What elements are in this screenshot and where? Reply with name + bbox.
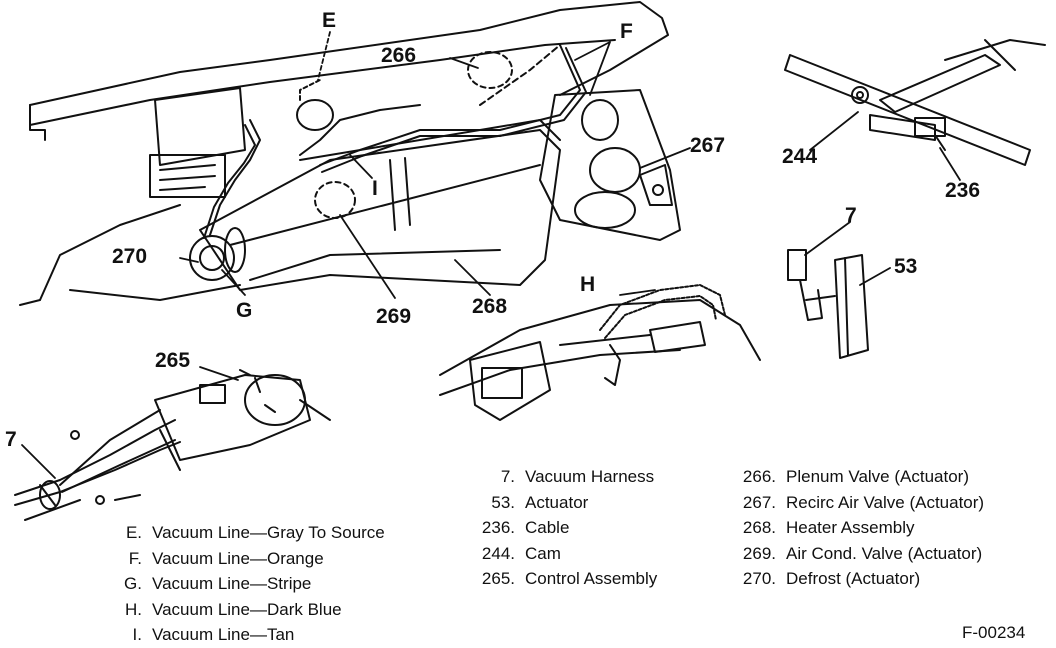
legend-key: I. (132, 625, 142, 644)
callout-265: 265 (155, 349, 190, 372)
callout-7-harness: 7 (5, 428, 17, 451)
legend-key: 53. (491, 492, 515, 512)
legend-text: Recirc Air Valve (Actuator) (786, 492, 985, 512)
control-panel-outline (154, 87, 246, 166)
dash-heater-view (19, 1, 681, 306)
legend-text: Cam (525, 543, 561, 563)
vacuum-line-dark-blue (599, 284, 726, 331)
legend-row: 268. Heater Assembly (728, 515, 984, 541)
callout-269: 269 (376, 305, 411, 328)
legend-text: Vacuum Harness (525, 467, 655, 486)
legend-row: E. Vacuum Line—Gray To Source (112, 520, 385, 546)
legend-parts-middle: 7. Vacuum Harness 53. Actuator 236. Cable 2… (470, 464, 657, 592)
legend-key: 268. (742, 518, 776, 537)
legend-row: I. Vacuum Line—Tan (112, 622, 385, 648)
figure-id: F-00234 (962, 623, 1026, 642)
callout-G: G (236, 299, 252, 322)
legend-text: Plenum Valve (Actuator) (786, 467, 969, 486)
legend-row: 244. Cam (470, 541, 657, 567)
legend-key: 236. (481, 518, 515, 537)
callout-7-actuator: 7 (845, 204, 857, 227)
callout-53: 53 (894, 255, 917, 278)
legend-key: 269. (742, 543, 776, 563)
legend-row: 266. Plenum Valve (Actuator) (728, 464, 984, 490)
legend-row: F. Vacuum Line—Orange (112, 546, 385, 572)
legend-key: E. (125, 523, 142, 542)
vacuum-line-orange (319, 44, 581, 166)
callout-266: 266 (381, 44, 416, 67)
legend-row: 270. Defrost (Actuator) (728, 566, 984, 592)
legend-vacuum-lines: E. Vacuum Line—Gray To Source F. Vacuum Li… (112, 520, 385, 648)
callout-244: 244 (782, 145, 817, 168)
vacuum-harness (14, 419, 176, 496)
defrost-actuator (189, 235, 235, 281)
legend-row: 53. Actuator (470, 490, 657, 516)
legend-text: Air Cond. Valve (Actuator) (786, 543, 983, 563)
legend-text: Heater Assembly (786, 518, 915, 537)
legend-key: 244. (481, 543, 515, 563)
legend-row: 265. Control Assembly (470, 566, 657, 592)
legend-text: Vacuum Line—Stripe (152, 574, 312, 593)
callout-236: 236 (945, 179, 980, 202)
callout-E: E (322, 9, 336, 32)
callout-268: 268 (472, 295, 507, 318)
hose-connector-detail (439, 284, 761, 421)
legend-key: 266. (742, 467, 776, 486)
legend-text: Vacuum Line—Gray To Source (152, 523, 385, 542)
legend-text: Vacuum Line—Dark Blue (152, 599, 342, 619)
legend-key: G. (124, 574, 142, 593)
legend-row: H. Vacuum Line—Dark Blue (112, 597, 385, 623)
legend-text: Actuator (525, 492, 589, 512)
legend-text: Cable (525, 518, 570, 537)
legend-row: 236. Cable (470, 515, 657, 541)
cam-cable-detail (784, 39, 1046, 166)
callout-270: 270 (112, 245, 147, 268)
callout-labels: E 266 F 267 I 270 G 269 268 H 244 236 7 … (5, 9, 980, 451)
callout-F: F (620, 20, 633, 43)
dash-outline (29, 1, 669, 106)
legend-key: 7. (500, 467, 515, 486)
heater-duct-outline (199, 129, 561, 291)
callout-267: 267 (690, 134, 725, 157)
legend-text: Vacuum Line—Orange (152, 548, 324, 568)
legend-text: Vacuum Line—Tan (152, 625, 295, 644)
legend-key: H. (125, 599, 142, 619)
legend-key: 265. (481, 569, 515, 588)
legend-row: 269. Air Cond. Valve (Actuator) (728, 541, 984, 567)
legend-parts-right: 266. Plenum Valve (Actuator) 267. Recirc A… (728, 464, 984, 592)
leader-lines (21, 31, 961, 479)
legend-key: F. (128, 548, 142, 568)
control-assembly-detail (14, 369, 331, 521)
legend-row: 267. Recirc Air Valve (Actuator) (728, 490, 984, 516)
legend-row: G. Vacuum Line—Stripe (112, 571, 385, 597)
legend-text: Control Assembly (525, 569, 658, 588)
legend-text: Defrost (Actuator) (786, 569, 921, 588)
legend-key: 267. (742, 492, 776, 512)
callout-I: I (372, 177, 378, 200)
legend-key: 270. (742, 569, 776, 588)
actuator-detail (787, 249, 869, 359)
callout-H: H (580, 273, 595, 296)
legend-row: 7. Vacuum Harness (470, 464, 657, 490)
